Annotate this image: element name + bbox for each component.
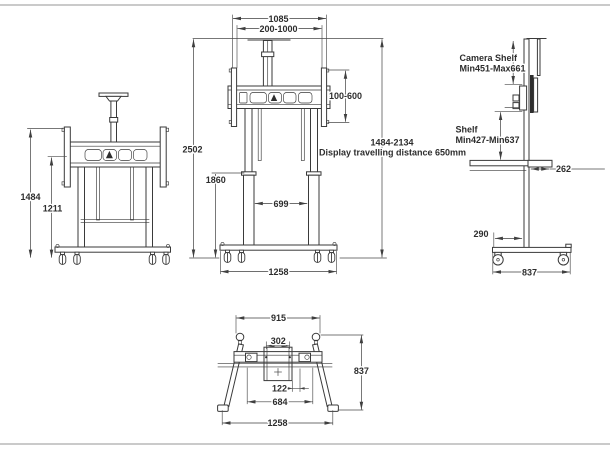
caster-wheel xyxy=(73,251,81,265)
camera-pole-side xyxy=(536,38,541,76)
caster-wheel xyxy=(148,251,157,265)
dim-label-837-side: 837 xyxy=(522,268,537,278)
brand-triangle-mark xyxy=(270,94,278,101)
dimension-overall-height: 1484 xyxy=(19,128,64,258)
display-mount-crossbar xyxy=(227,85,331,109)
lift-columns xyxy=(241,108,322,246)
dimension-plate-width: 302 xyxy=(265,334,291,349)
dimension-inner-width: 684 xyxy=(246,367,314,408)
caster-wheel xyxy=(492,254,504,266)
laptop-shelf-side xyxy=(469,159,553,171)
dimension-column-gap: 699 xyxy=(254,197,308,210)
leg-foot xyxy=(217,404,229,412)
dim-label-200-1000: 200-1000 xyxy=(259,24,297,34)
dim-label-1258: 1258 xyxy=(268,267,288,277)
dimension-bracket-height: 1211 xyxy=(41,156,67,258)
dim-label-2502: 2502 xyxy=(182,144,202,154)
display-mount-crossbar xyxy=(66,141,164,168)
figure-front-view-lowered: 1484 1211 xyxy=(19,92,171,265)
dimension-camera-shelf: Camera Shelf Min451-Max661 xyxy=(458,41,527,85)
arrow-left xyxy=(300,387,305,390)
camera-shelf-label: Camera Shelf xyxy=(460,53,519,63)
tv-mount-brackets xyxy=(61,126,169,188)
base-assembly-side xyxy=(492,243,572,266)
dim-label-699: 699 xyxy=(273,199,288,209)
dimension-total-height: 2502 xyxy=(181,39,204,258)
caster-wheel xyxy=(223,249,232,263)
dim-label-1484: 1484 xyxy=(20,192,40,202)
caster-wheel xyxy=(313,249,322,263)
mount-assembly-side xyxy=(504,77,539,113)
dim-label-837-top: 837 xyxy=(354,366,369,376)
dimension-shelf: Shelf Min427-Min637 xyxy=(454,111,523,160)
dimension-frame-height: 1860 xyxy=(204,172,245,258)
display-edge xyxy=(530,75,534,113)
caster-wheel xyxy=(327,249,336,263)
camera-shelf-range: Min451-Max661 xyxy=(460,64,526,74)
dim-label-100-600: 100-600 xyxy=(329,91,362,101)
dimension-vesa-width: 200-1000 xyxy=(236,22,323,68)
dim-label-262: 262 xyxy=(556,164,571,174)
dimension-column-setback: 290 xyxy=(472,228,523,250)
dimension-base-width-top: 1258 xyxy=(221,410,334,430)
camera-shelf-pole xyxy=(98,92,129,144)
caster-wheel xyxy=(237,249,246,263)
dimension-base-width: 1258 xyxy=(189,251,337,278)
middle-shelf xyxy=(80,218,150,223)
dimension-base-depth-top: 837 xyxy=(320,334,370,411)
shelf-range: Min427-Min637 xyxy=(456,135,520,145)
dim-label-302: 302 xyxy=(271,336,286,346)
figure-front-view-raised: 1085 200-1000 100-600 2502 1860 699 xyxy=(181,12,467,278)
brand-triangle-mark xyxy=(105,150,113,159)
dimension-vesa-height: 100-600 xyxy=(328,69,363,123)
dim-label-684: 684 xyxy=(272,397,287,407)
caster-wheel xyxy=(557,254,570,266)
dimension-front-width: 915 xyxy=(235,312,321,334)
dim-label-1860: 1860 xyxy=(206,175,226,185)
tv-mount-brackets xyxy=(228,67,330,127)
dimension-base-depth: 837 xyxy=(492,252,571,279)
dimension-shelf-depth: 262 xyxy=(530,163,605,176)
travel-distance-note: Display travelling distance 650mm xyxy=(319,148,466,158)
camera-shelf-pole xyxy=(247,39,291,87)
caster-tops xyxy=(235,332,321,345)
dim-label-122: 122 xyxy=(272,383,287,393)
caster-wheel xyxy=(58,251,67,265)
figure-side-view: Camera Shelf Min451-Max661 Shelf Min427-… xyxy=(454,38,605,279)
base-assembly xyxy=(219,242,338,263)
dimension-plate-offset: 122 xyxy=(271,368,309,395)
shelf-label: Shelf xyxy=(456,125,479,135)
dim-label-1484-2134: 1484-2134 xyxy=(370,137,413,147)
arrow-right xyxy=(287,387,293,390)
figure-top-view: 915 xyxy=(217,312,370,430)
dim-label-915: 915 xyxy=(271,313,286,323)
dim-label-1258-top: 1258 xyxy=(267,418,287,428)
dimension-outer-width: 1085 xyxy=(232,12,327,68)
dim-label-290: 290 xyxy=(473,229,488,239)
dimension-height-range: 1484-2134 Display travelling distance 65… xyxy=(318,39,467,259)
dim-label-1211: 1211 xyxy=(43,204,63,214)
dim-label-1085: 1085 xyxy=(268,14,288,24)
caster-wheel xyxy=(162,251,170,265)
base-assembly xyxy=(54,244,171,265)
cross-beam xyxy=(217,351,333,368)
